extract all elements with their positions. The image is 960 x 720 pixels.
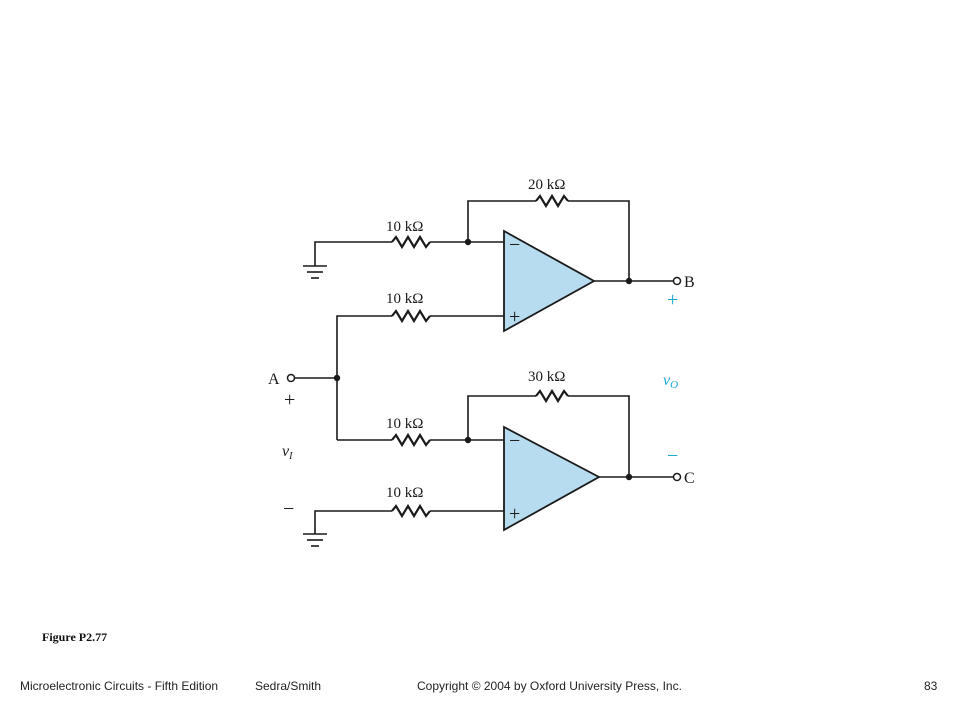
bottom-opamp-noninverting-sign: + (509, 503, 520, 525)
footer-page-number: 83 (924, 679, 938, 693)
resistor-30k-label: 30 kΩ (528, 369, 565, 385)
junction-bottom-output (625, 473, 633, 481)
resistor-10k-bottom-noninverting-label: 10 kΩ (386, 485, 423, 501)
resistor-10k-top-noninverting-label: 10 kΩ (386, 291, 423, 307)
output-voltage-label: vO (663, 372, 678, 391)
resistor-30k (535, 388, 569, 404)
terminal-c (672, 472, 682, 482)
resistor-20k-label: 20 kΩ (528, 177, 565, 193)
input-minus-sign: − (283, 498, 294, 520)
terminal-b-label: B (684, 274, 695, 291)
terminal-a-label: A (268, 371, 280, 388)
top-opamp-inverting-sign: − (509, 234, 520, 256)
bottom-op-amp (503, 425, 601, 532)
input-voltage-label: vI (282, 443, 293, 462)
output-minus-sign: − (667, 445, 678, 467)
junction-bottom-inverting (464, 436, 472, 444)
resistor-10k-top-inverting (391, 234, 431, 250)
terminal-b (672, 276, 682, 286)
resistor-20k (535, 193, 569, 209)
terminal-a (286, 373, 296, 383)
junction-top-output (625, 277, 633, 285)
input-plus-sign: + (284, 389, 295, 411)
resistor-10k-bottom-noninverting (391, 503, 431, 519)
top-op-amp (503, 229, 596, 333)
resistor-10k-bottom-inverting-label: 10 kΩ (386, 416, 423, 432)
resistor-10k-bottom-inverting (391, 432, 431, 448)
ground-icon (303, 533, 327, 547)
junction-top-inverting (464, 238, 472, 246)
figure-caption: Figure P2.77 (42, 630, 108, 644)
footer-copyright: Copyright © 2004 by Oxford University Pr… (417, 679, 682, 693)
top-opamp-noninverting-sign: + (509, 306, 520, 328)
resistor-10k-top-noninverting (391, 308, 431, 324)
ground-icon (303, 265, 327, 279)
junction-input-a (333, 374, 341, 382)
resistor-10k-top-inverting-label: 10 kΩ (386, 219, 423, 235)
bottom-opamp-inverting-sign: − (509, 430, 520, 452)
output-plus-sign: + (667, 289, 678, 311)
terminal-c-label: C (684, 470, 695, 487)
footer-authors: Sedra/Smith (255, 679, 322, 693)
footer-book-title: Microelectronic Circuits - Fifth Edition (20, 679, 219, 693)
